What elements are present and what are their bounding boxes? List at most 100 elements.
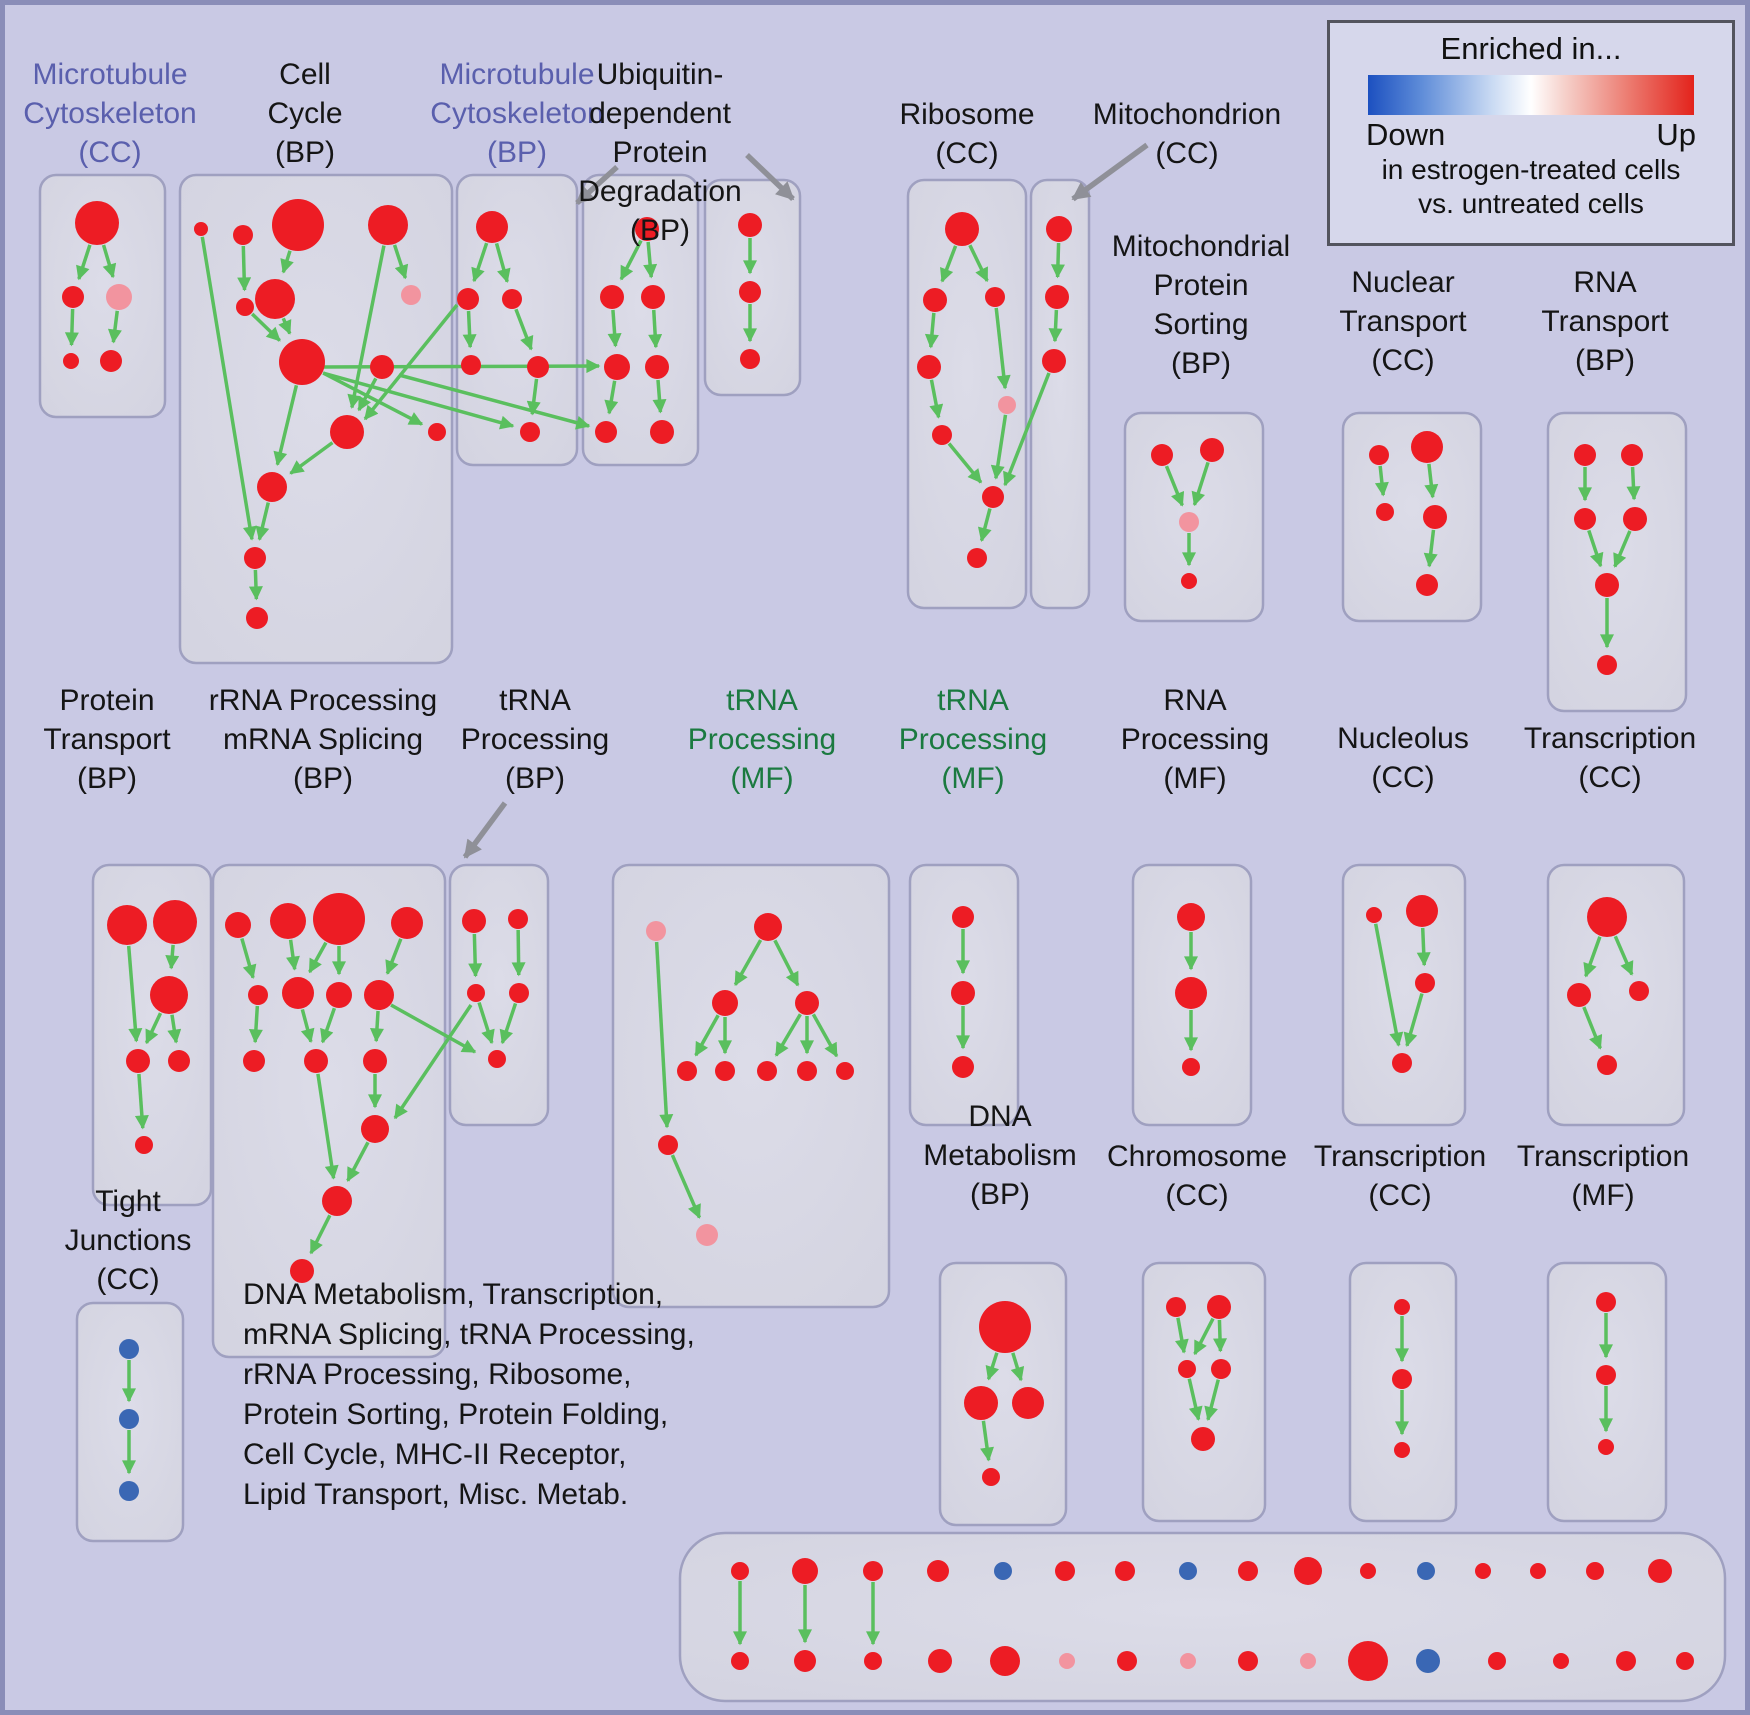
edge-arrow (237, 245, 252, 292)
node-mitochondrion-2 (1042, 349, 1066, 373)
node-mito-protein-sorting-3 (1181, 573, 1197, 589)
edge-arrow (248, 569, 263, 601)
node-rna-processing-mf-2 (1182, 1058, 1200, 1076)
node-trna-mf-2-2 (952, 1056, 974, 1078)
edge-arrow (929, 379, 944, 419)
node-mixed-misc-31 (1676, 1652, 1694, 1670)
node-transcription-cc-2-0 (1394, 1299, 1410, 1315)
node-trna-bp-3 (509, 983, 529, 1003)
node-cell-cycle-3 (368, 205, 408, 245)
node-trna-mf-1-10 (696, 1224, 718, 1246)
edge-arrow (1193, 1317, 1215, 1356)
node-cell-cycle-10 (428, 423, 446, 441)
legend-title: Enriched in... (1440, 31, 1622, 66)
node-mito-protein-sorting-1 (1200, 438, 1224, 462)
mitochondrion-box (1029, 178, 1091, 610)
legend-down-label: Down (1366, 117, 1446, 152)
edge-arrow (462, 310, 477, 349)
node-mixed-misc-23 (1180, 1653, 1196, 1669)
edge-arrow (255, 502, 270, 541)
node-microtubule-bp-3 (461, 355, 481, 375)
node-protein-transport-4 (168, 1050, 190, 1072)
node-trna-mf-1-7 (797, 1061, 817, 1081)
node-nuclear-transport-1 (1411, 431, 1443, 463)
cross-edge-arrow (390, 1003, 477, 1054)
node-trna-bp-0 (462, 909, 486, 933)
node-mixed-misc-20 (990, 1646, 1020, 1676)
node-mixed-misc-30 (1616, 1651, 1636, 1671)
node-protein-transport-0 (107, 905, 147, 945)
transcription-cc-1-box (1546, 863, 1686, 1127)
edge-arrow (1582, 1006, 1603, 1050)
node-rna-processing-mf-0 (1177, 903, 1205, 931)
node-rrna-mrna-6 (326, 982, 352, 1008)
node-trna-mf-1-1 (754, 913, 782, 941)
node-transcription-cc-1-3 (1597, 1055, 1617, 1075)
edge-arrow (1204, 1379, 1220, 1421)
node-mixed-misc-22 (1117, 1651, 1137, 1671)
node-rrna-mrna-10 (363, 1049, 387, 1073)
node-microtubule-bp-1 (457, 288, 479, 310)
edge-arrow (101, 244, 117, 279)
node-mixed-misc-3 (927, 1560, 949, 1582)
edge-arrow (994, 307, 1011, 390)
edge-arrow (316, 1073, 339, 1180)
node-cell-cycle-9 (330, 415, 364, 449)
node-rrna-mrna-9 (304, 1049, 328, 1073)
edge-arrow (1374, 465, 1389, 497)
node-mixed-misc-15 (1648, 1559, 1672, 1583)
node-rrna-mrna-13 (290, 1259, 314, 1283)
edge-arrow (1613, 935, 1634, 976)
cross-edge-arrow (393, 1004, 473, 1120)
node-ubiquitin-2-0 (738, 213, 762, 237)
legend-up-label: Up (1656, 117, 1696, 152)
node-ubiquitin-degradation-2 (641, 285, 665, 309)
node-trna-bp-1 (508, 909, 528, 929)
node-chromosome-3 (1211, 1359, 1231, 1379)
node-mixed-misc-4 (994, 1562, 1012, 1580)
node-rrna-mrna-3 (391, 907, 423, 939)
node-protein-transport-2 (150, 976, 188, 1014)
node-nuclear-transport-0 (1369, 445, 1389, 465)
node-mixed-misc-25 (1300, 1653, 1316, 1669)
edge-arrow (607, 309, 622, 348)
edge-arrow (774, 1013, 802, 1057)
edge-arrow (1010, 1352, 1025, 1382)
edge-arrow (773, 939, 800, 987)
node-protein-transport-1 (153, 900, 197, 944)
cross-edge-arrow (398, 373, 591, 430)
edge-arrow (346, 1141, 370, 1182)
nucleolus-box (1341, 863, 1467, 1127)
node-tight-junctions-1 (119, 1409, 139, 1429)
node-mixed-misc-9 (1294, 1557, 1322, 1585)
edge-arrow (134, 1073, 149, 1130)
edge-arrow (286, 939, 300, 971)
node-trna-mf-1-2 (712, 990, 738, 1016)
trna-bp-box (448, 863, 550, 1127)
node-microtubule-bp-5 (520, 422, 540, 442)
edge-arrow (1587, 529, 1604, 568)
node-dna-metabolism-0 (979, 1301, 1031, 1353)
edge-arrow (250, 312, 281, 342)
node-tight-junctions-0 (119, 1339, 139, 1359)
edge-arrow (619, 239, 643, 281)
edge-arrow (126, 945, 143, 1043)
cell-cycle-box (178, 173, 454, 665)
node-trna-bp-4 (488, 1050, 506, 1068)
node-trna-mf-1-8 (836, 1062, 854, 1080)
edge-arrow (733, 939, 763, 986)
node-trna-mf-2-0 (952, 906, 974, 928)
edge-arrow (977, 508, 992, 542)
legend: Enriched in... Down Up in estrogen-treat… (1327, 20, 1735, 246)
annotation-arrow (462, 801, 508, 859)
edge-arrow (924, 312, 939, 349)
node-ribosome-1 (923, 288, 947, 312)
node-transcription-mf-1 (1596, 1365, 1616, 1385)
edge-arrow (654, 941, 674, 1129)
edge-arrow (1050, 242, 1065, 279)
edge-arrow (1423, 529, 1438, 568)
node-rrna-mrna-5 (282, 977, 314, 1009)
node-tight-junctions-2 (119, 1481, 139, 1501)
node-rrna-mrna-7 (364, 980, 394, 1010)
node-cell-cycle-1 (233, 225, 253, 245)
